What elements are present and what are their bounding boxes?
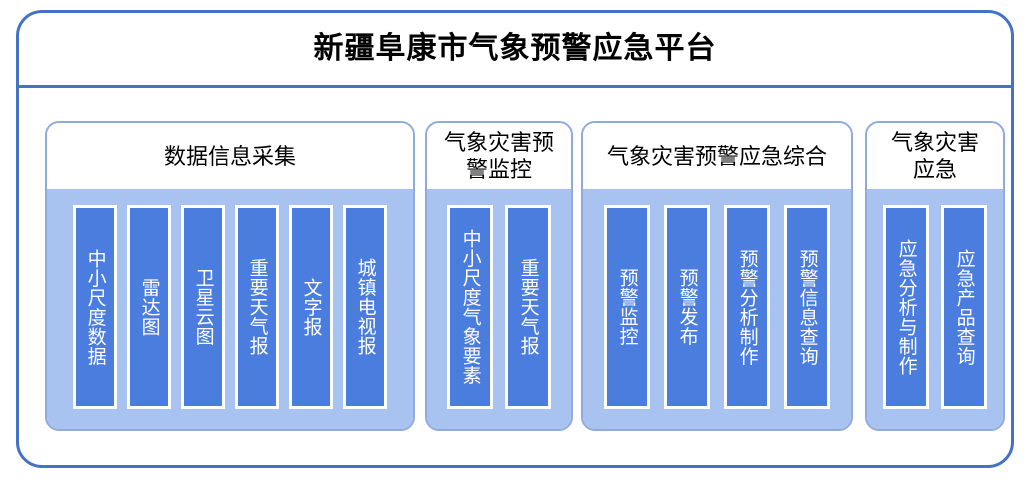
- section-title: 数据信息采集: [163, 143, 296, 169]
- section-title: 气象灾害预警应急综合: [606, 143, 827, 169]
- item-bar[interactable]: 预警发布: [664, 205, 710, 409]
- item-bar[interactable]: 预警信息查询: [784, 205, 830, 409]
- sections-row: 数据信息采集 中小尺度数据 雷达图 卫星云图 重要天气报: [19, 88, 1011, 465]
- item-bar[interactable]: 雷达图: [127, 205, 171, 409]
- item-bar[interactable]: 预警监控: [604, 205, 650, 409]
- section-disaster-emergency[interactable]: 气象灾害 应急 应急分析与制作 应急产品查询: [865, 121, 1005, 431]
- section-data-collection[interactable]: 数据信息采集 中小尺度数据 雷达图 卫星云图 重要天气报: [45, 121, 415, 431]
- section-title: 气象灾害 应急: [890, 130, 979, 182]
- item-bar[interactable]: 应急产品查询: [941, 205, 987, 409]
- item-bar[interactable]: 重要天气报: [505, 205, 551, 409]
- item-bar[interactable]: 重要天气报: [235, 205, 279, 409]
- platform-header: 新疆阜康市气象预警应急平台: [19, 13, 1011, 88]
- section-disaster-warning-monitor[interactable]: 气象灾害预 警监控 中小尺度气象要素 重要天气报: [425, 121, 573, 431]
- item-bar[interactable]: 城镇电视报: [343, 205, 387, 409]
- platform-frame: 新疆阜康市气象预警应急平台 数据信息采集 中小尺度数据 雷达图 卫星云图: [16, 10, 1014, 468]
- page-title: 新疆阜康市气象预警应急平台: [313, 32, 717, 65]
- item-label: 中小尺度气象要素: [459, 229, 481, 385]
- section-header: 气象灾害 应急: [867, 123, 1003, 189]
- item-label: 中小尺度数据: [84, 248, 106, 366]
- item-label: 卫星云图: [192, 268, 214, 346]
- section-body: 应急分析与制作 应急产品查询: [867, 189, 1003, 429]
- section-body: 中小尺度气象要素 重要天气报: [427, 189, 571, 429]
- item-bar[interactable]: 预警分析制作: [724, 205, 770, 409]
- item-bar[interactable]: 中小尺度气象要素: [447, 205, 493, 409]
- item-label: 预警信息查询: [796, 248, 818, 366]
- item-bar[interactable]: 文字报: [289, 205, 333, 409]
- item-label: 雷达图: [138, 277, 160, 337]
- item-label: 城镇电视报: [354, 258, 376, 356]
- section-body: 预警监控 预警发布 预警分析制作 预警信息查询: [583, 189, 851, 429]
- item-label: 重要天气报: [246, 258, 268, 356]
- section-body: 中小尺度数据 雷达图 卫星云图 重要天气报 文字报 城镇电视: [47, 189, 413, 429]
- section-header: 气象灾害预警应急综合: [583, 123, 851, 189]
- item-label: 重要天气报: [517, 258, 539, 356]
- section-title: 气象灾害预 警监控: [443, 130, 554, 182]
- item-label: 预警分析制作: [736, 248, 758, 366]
- item-bar[interactable]: 应急分析与制作: [883, 205, 929, 409]
- item-bar[interactable]: 卫星云图: [181, 205, 225, 409]
- item-label: 应急产品查询: [953, 248, 975, 366]
- item-label: 预警监控: [616, 268, 638, 346]
- section-warning-emergency-integrated[interactable]: 气象灾害预警应急综合 预警监控 预警发布 预警分析制作 预警信息查询: [581, 121, 853, 431]
- item-bar[interactable]: 中小尺度数据: [73, 205, 117, 409]
- item-label: 应急分析与制作: [895, 238, 917, 376]
- section-header: 数据信息采集: [47, 123, 413, 189]
- item-label: 预警发布: [676, 268, 698, 346]
- item-label: 文字报: [300, 277, 322, 337]
- section-header: 气象灾害预 警监控: [427, 123, 571, 189]
